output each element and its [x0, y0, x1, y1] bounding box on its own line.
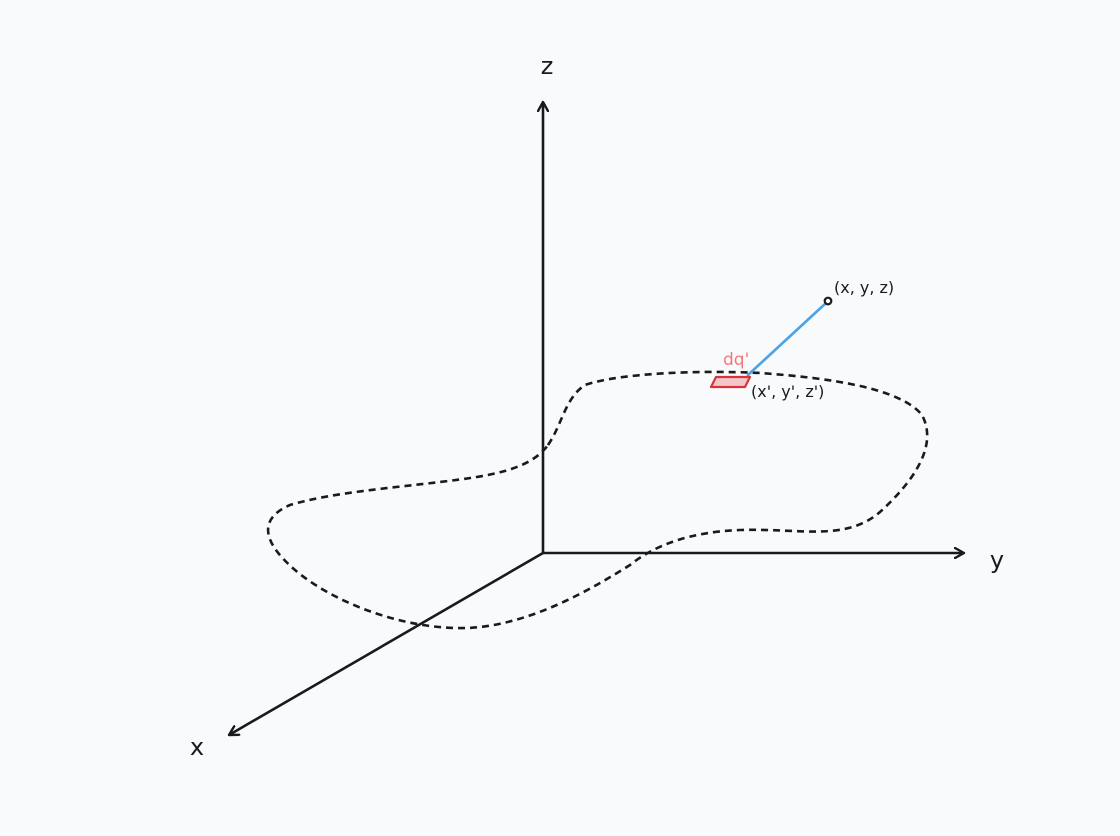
- charge-element: [709, 375, 752, 389]
- separation-vector: [746, 301, 828, 377]
- y-axis-label: y: [990, 546, 1004, 574]
- x-axis-label: x: [190, 733, 204, 761]
- source-point-label: (x', y', z'): [751, 382, 824, 401]
- field-point-label: (x, y, z): [834, 278, 894, 297]
- charge-region-outline: [266, 370, 929, 630]
- field-point-marker: [823, 296, 833, 306]
- charge-element-label: dq': [723, 350, 749, 370]
- x-axis: [229, 551, 544, 735]
- z-axis-label: z: [541, 52, 554, 80]
